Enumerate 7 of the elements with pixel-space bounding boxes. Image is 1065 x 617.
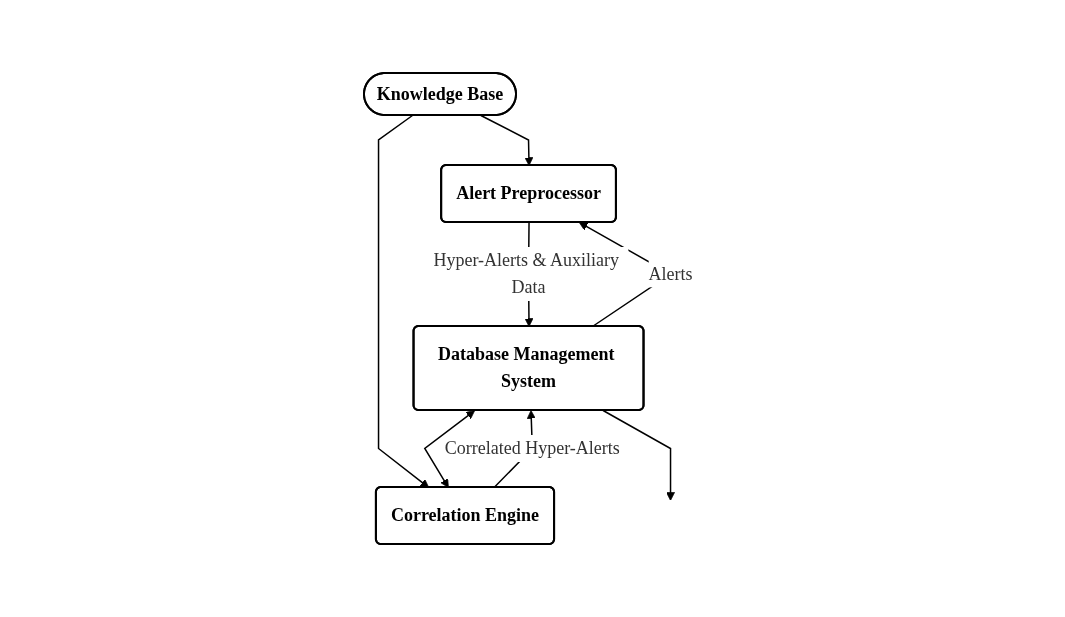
- edge-label: Hyper-Alerts & Auxiliary Data: [433, 250, 620, 297]
- arrow: [602, 409, 676, 501]
- edge-label: Correlated Hyper-Alerts: [445, 438, 621, 458]
- arrow: [378, 114, 430, 488]
- arrow: [424, 410, 476, 488]
- arrow: [480, 114, 534, 166]
- edge-label: Alerts: [648, 263, 693, 284]
